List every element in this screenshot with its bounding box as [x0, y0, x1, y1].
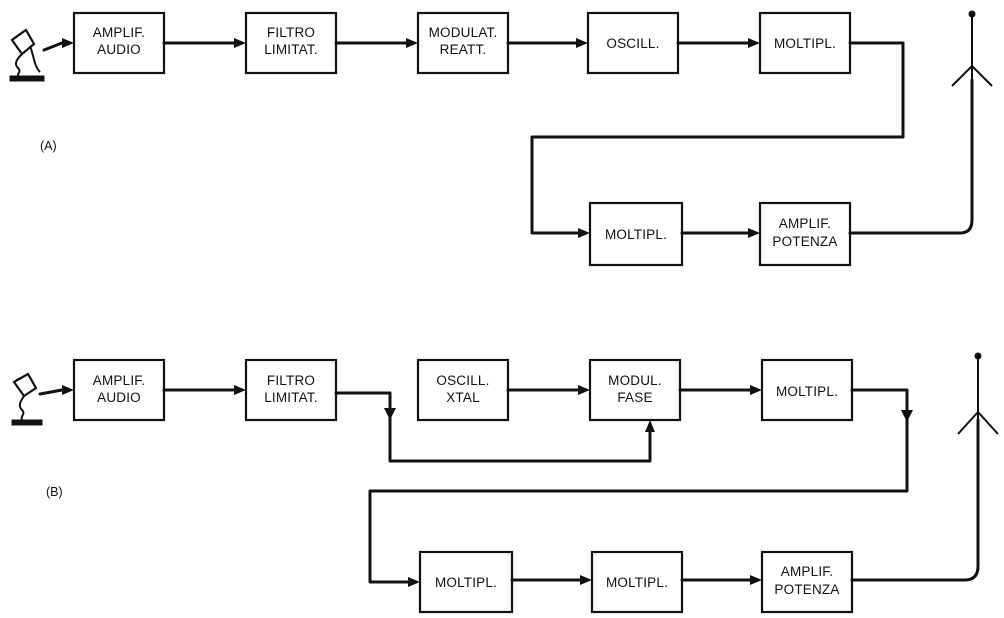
block-label-line2: LIMITAT. [264, 390, 318, 405]
block-moltipl-1: MOLTIPL. [758, 11, 852, 75]
block-label-line1: MOLTIPL. [435, 575, 497, 590]
block-label-line1: FILTRO [267, 373, 315, 388]
signal-path-a [42, 38, 974, 238]
block-label-line2: POTENZA [772, 234, 837, 249]
panel-b-label: (B) [46, 485, 63, 499]
block-label-line1: OSCILL. [606, 36, 659, 51]
block-label-line1: MODULAT. [429, 25, 498, 40]
block-filtro-limitat: FILTRO LIMITAT. [244, 11, 338, 75]
block-filtro-limitat: FILTRO LIMITAT. [244, 358, 338, 422]
block-label-line2: AUDIO [97, 390, 141, 405]
block-label-line1: MOLTIPL. [605, 227, 667, 242]
panel-a-label: (A) [40, 139, 57, 153]
block-label-line1: MOLTIPL. [774, 36, 836, 51]
block-modulat-reatt: MODULAT. REATT. [416, 11, 510, 75]
block-amplif-audio: AMPLIF. AUDIO [72, 11, 166, 75]
block-label-line2: POTENZA [774, 582, 839, 597]
block-label-line1: AMPLIF. [779, 216, 831, 231]
block-label-line2: FASE [617, 390, 652, 405]
block-amplif-potenza: AMPLIF. POTENZA [760, 550, 854, 614]
block-label-line1: OSCILL. [436, 373, 489, 388]
block-label-line1: AMPLIF. [781, 564, 833, 579]
antenna-icon [957, 352, 999, 435]
signal-path-b [38, 385, 980, 587]
block-modul-fase: MODUL. FASE [588, 358, 682, 422]
block-oscill: OSCILL. [586, 11, 680, 75]
microphone-icon [11, 372, 43, 426]
block-moltipl-3: MOLTIPL. [590, 550, 684, 614]
block-label-line2: XTAL [446, 390, 480, 405]
block-label-line1: MOLTIPL. [606, 575, 668, 590]
block-label-line1: MOLTIPL. [776, 384, 838, 399]
block-label-line1: AMPLIF. [93, 25, 145, 40]
block-label-line1: MODUL. [608, 373, 662, 388]
block-moltipl-2: MOLTIPL. [588, 201, 684, 267]
block-label-line2: AUDIO [97, 42, 141, 57]
block-amplif-potenza: AMPLIF. POTENZA [758, 201, 852, 267]
block-label-line2: REATT. [440, 42, 487, 57]
block-amplif-audio: AMPLIF. AUDIO [72, 358, 166, 422]
block-label-line2: LIMITAT. [264, 42, 318, 57]
block-label-line1: AMPLIF. [93, 373, 145, 388]
block-oscill-xtal: OSCILL. XTAL [416, 358, 510, 422]
block-label-line1: FILTRO [267, 25, 315, 40]
panel-b: (B) AMPLIF. AUDIO FILTRO LIMITAT. OSCILL… [11, 352, 999, 614]
antenna-icon [951, 10, 993, 87]
panel-a: (A) AMPLIF. AUDIO FILTRO LIMITAT. MODULA… [9, 10, 993, 267]
block-moltipl-2: MOLTIPL. [418, 550, 514, 614]
block-moltipl-1: MOLTIPL. [760, 358, 854, 422]
microphone-icon [9, 28, 45, 82]
